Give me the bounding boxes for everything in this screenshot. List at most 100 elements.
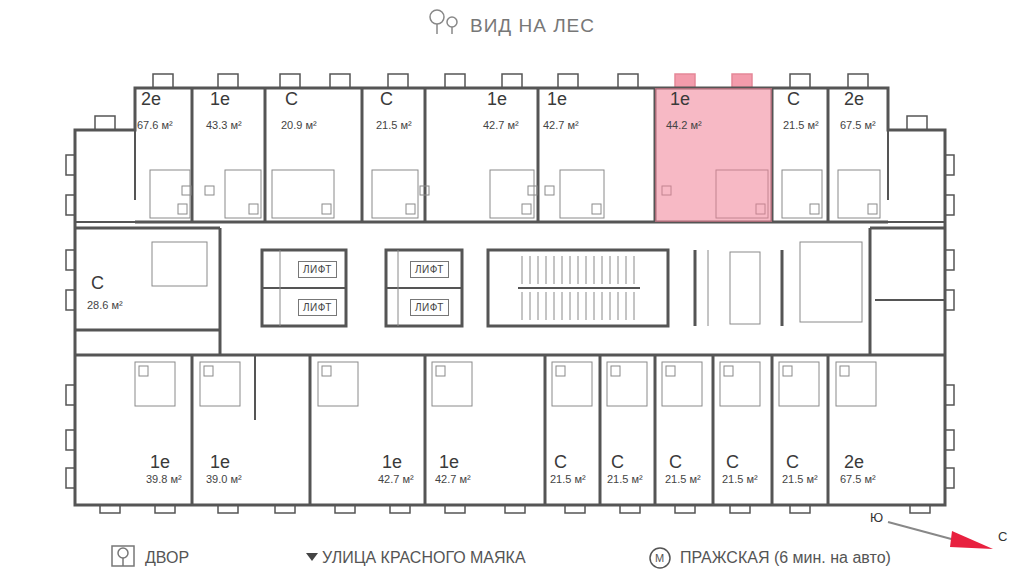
apartment-type: С (722, 452, 758, 472)
apartment-unit: 1е 42.7 м² (425, 88, 538, 222)
window (848, 74, 868, 88)
apartment-type: 1е (378, 452, 414, 472)
unit-label: 2е67.5 м² (840, 89, 876, 132)
toilet (592, 204, 601, 214)
wall (626, 292, 627, 320)
wall (771, 355, 774, 505)
apartment-type: С (665, 452, 701, 472)
unit-label: С21.5 м² (665, 452, 701, 486)
apartment-area: 21.5 м² (376, 119, 412, 132)
wall (219, 228, 222, 355)
window (330, 74, 350, 88)
bathroom (150, 170, 190, 218)
yard-icon (112, 546, 134, 566)
wall (424, 355, 427, 505)
apartment-type: С (550, 452, 586, 472)
bathroom (662, 362, 702, 406)
unit-label: 1е42.7 м² (435, 452, 471, 486)
wall (75, 227, 220, 230)
unit-label: 1е42.7 м² (543, 89, 579, 132)
unit-label: С21.5 м² (782, 452, 818, 486)
apartment-type: 1е (146, 452, 182, 472)
apartment-area: 44.2 м² (666, 119, 702, 132)
bathroom (607, 362, 647, 406)
window (618, 74, 638, 88)
wall (570, 256, 571, 284)
metro-letter: М (655, 551, 664, 565)
apartment-area: 28.6 м² (87, 299, 123, 312)
apartment-type: 2е (840, 452, 876, 472)
apartment-area: 43.3 м² (206, 119, 242, 132)
unit-label: 1е39.8 м² (146, 452, 182, 486)
wall (654, 355, 657, 505)
wall (781, 250, 784, 326)
bathroom (272, 170, 334, 218)
bathroom (838, 170, 880, 218)
compass-line (888, 522, 955, 540)
wall (599, 355, 602, 505)
apartment-unit: С21.5 м² (600, 355, 655, 505)
place-label: ДВОР (145, 548, 189, 567)
wall (75, 354, 945, 357)
bathroom (800, 242, 862, 322)
outer-wall (75, 88, 945, 505)
toilet (322, 366, 331, 376)
wall (398, 250, 399, 326)
bathroom (782, 170, 822, 218)
apartment-area: 42.7 м² (483, 119, 519, 132)
metro-label: ПРАЖСКАЯ (6 мин. на авто) (680, 548, 891, 567)
title: ВИД НА ЛЕС (470, 15, 595, 37)
apartment-area: 42.7 м² (378, 473, 414, 486)
selected-apartment: 1е44.2 м² (655, 88, 772, 222)
wall (870, 227, 945, 230)
apartment-type: 1е (435, 452, 471, 472)
apartment-unit: 1е42.7 м² (425, 355, 545, 505)
apartment-type: С (782, 452, 818, 472)
apartment-unit: С21.5 м² (772, 355, 828, 505)
lift-label: ЛИФТ (303, 301, 332, 314)
wall (75, 329, 220, 332)
bathroom (552, 362, 592, 406)
shaft (730, 252, 760, 324)
apartment-unit: 1е42.7 м² (310, 355, 425, 505)
toilet (322, 204, 331, 214)
compass-label: Ю (870, 510, 883, 526)
stair (488, 250, 668, 326)
apartment-unit: 2е67.5 м² (828, 355, 945, 505)
window (907, 116, 927, 130)
hob (528, 186, 537, 195)
wall (75, 221, 135, 223)
street-marker (306, 553, 318, 561)
lift-label: ЛИФТ (415, 301, 444, 314)
wall (386, 287, 462, 289)
apartment-area: 21.5 м² (550, 473, 586, 486)
toilet (840, 366, 849, 376)
apartment-unit: 1е39.8 м² (75, 355, 192, 505)
window (675, 74, 695, 88)
unit-label: 2е67.5 м² (840, 452, 876, 486)
lift-shaft (262, 250, 346, 326)
wall (122, 558, 124, 566)
wall (191, 355, 194, 505)
wall (135, 221, 888, 224)
unit-label: С21.5 м² (783, 89, 819, 132)
unit-label: С21.5 м² (376, 89, 412, 132)
wall (522, 256, 523, 284)
toilet (204, 366, 213, 376)
bathroom (318, 362, 358, 406)
toilet (810, 204, 819, 214)
apartment-unit: С28.6 м² (75, 228, 220, 330)
bathroom (432, 362, 472, 406)
unit-label: С21.5 м² (550, 452, 586, 486)
toilet (724, 366, 733, 376)
bathroom (152, 242, 207, 286)
toilet (666, 366, 675, 376)
wall (254, 355, 256, 420)
hob (205, 186, 214, 195)
apartment-type: 1е (483, 89, 519, 109)
wall (626, 256, 627, 284)
street-label: УЛИЦА КРАСНОГО МАЯКА (322, 548, 526, 567)
apartment-area: 42.7 м² (543, 119, 579, 132)
